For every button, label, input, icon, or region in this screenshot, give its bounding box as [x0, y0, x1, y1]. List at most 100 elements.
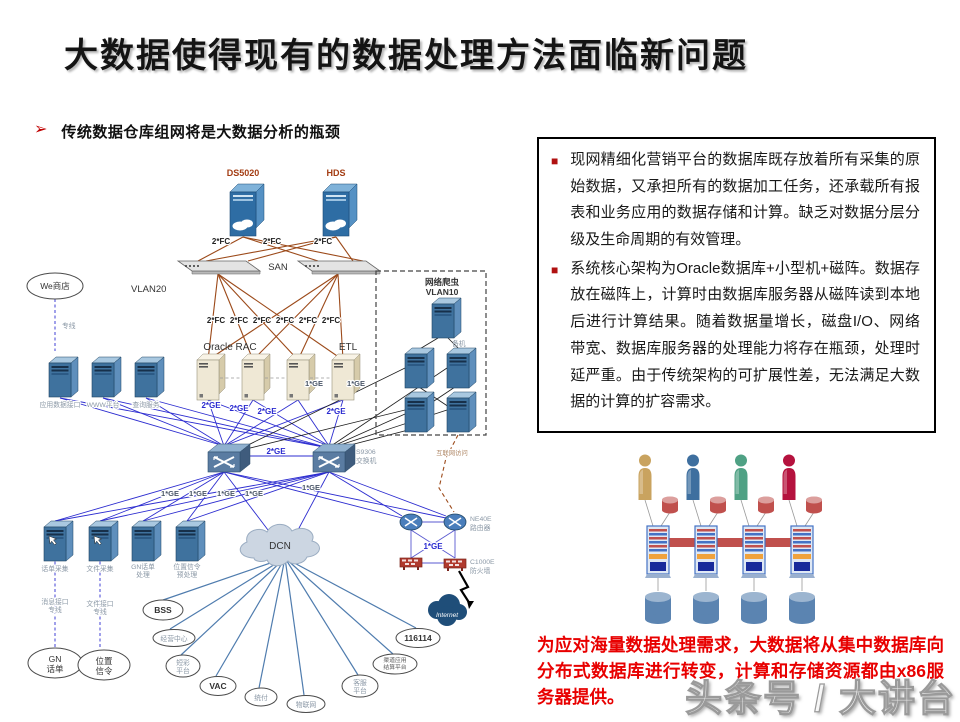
vlan20-server-caption: WWW平台 [87, 400, 120, 409]
leased-line-label: 专线 [62, 321, 76, 330]
fc-link-label: 2*FC [207, 316, 225, 325]
x86-server-rack-icon [740, 525, 768, 579]
vlan20-server-icon [48, 356, 79, 398]
oracle-rac-label: Oracle RAC [203, 342, 256, 353]
fc-link-label: 2*FC [314, 237, 332, 246]
iot-node [286, 695, 326, 713]
fc-link-label: 2*FC [263, 237, 281, 246]
storage-san-links [197, 236, 364, 262]
link-caption: 专线 [93, 607, 107, 616]
settle-label: 结算平台 [383, 663, 406, 671]
firewall-model-label: C1000E [470, 559, 495, 566]
webstore-label: We商店 [40, 281, 70, 291]
san-server-links [207, 273, 344, 361]
internet-label: Internet [436, 612, 459, 619]
firewall-icon [399, 557, 423, 571]
san-switch-icon [177, 260, 261, 275]
crawler-vlan10-box [375, 270, 487, 436]
switch-model-label: S9306 [356, 449, 376, 456]
section-bullet-label: 传统数据仓库组网将是大数据分析的瓶颈 [61, 124, 341, 141]
storage-hds-icon [322, 183, 358, 237]
internet-cloud: Internet [428, 594, 467, 626]
person-icon [638, 454, 652, 500]
lightning-link [458, 570, 471, 605]
router-icon [443, 513, 467, 531]
switch-word-label: 交换机 [356, 456, 377, 465]
crawler-server-icon [431, 297, 462, 339]
pay-node [244, 687, 278, 707]
fc-link-label: 2*FC [299, 316, 317, 325]
san-switch-icon [297, 260, 381, 275]
big-database-icon [693, 592, 719, 624]
small-database-icon [758, 496, 774, 514]
analysis-textbox: ■ 现网精细化营销平台的数据库既存放着所有采集的原始数据，又承担所有的数据加工任… [537, 137, 936, 433]
router-firewall-links [410, 521, 456, 564]
x86-server-rack-icon [788, 525, 816, 579]
illustration-links [644, 499, 815, 591]
ge-link-label: 2*GE [201, 401, 221, 410]
router-word-label: 路由器 [470, 523, 491, 532]
ge-link-label: 1*GE [245, 489, 263, 498]
collector-server-icon [43, 520, 74, 562]
center-label: 经营中心 [160, 634, 187, 643]
vlan20-server-caption: 查询服务 [132, 400, 159, 409]
collector-caption: 文件采集 [86, 564, 113, 573]
server-switch-links [59, 397, 344, 457]
person-icon [686, 454, 700, 500]
ge-link-label: 1*GE [189, 489, 207, 498]
dcn-fan-links [162, 557, 417, 696]
link-caption: 文件接口 [86, 599, 113, 608]
person-icon [734, 454, 748, 500]
collector-caption: GN话单 [131, 562, 155, 571]
cs-node [341, 674, 379, 698]
storage-hds-label: HDS [326, 168, 345, 178]
big-database-icon [645, 592, 671, 624]
ge-link-label: 1*GE [161, 489, 179, 498]
etl-label: ETL [339, 342, 358, 353]
loc-node [77, 649, 131, 681]
ge-link-label: 1*GE [423, 542, 443, 551]
switch-downlinks [54, 471, 447, 531]
collector-caption: 话单采集 [41, 564, 68, 573]
firewall-icon [443, 558, 467, 572]
small-database-icon [710, 496, 726, 514]
sms-label: 短彩 [176, 658, 190, 667]
sms-node [165, 654, 201, 678]
arrow-bullet-icon: ➢ [34, 121, 48, 138]
loc-label: 信令 [95, 666, 113, 676]
cluster-interconnect-bar [658, 538, 802, 547]
x86-server-rack-icon [644, 525, 672, 579]
settle-label: 渠道应用 [383, 656, 406, 664]
crawler-server-icon [404, 347, 435, 389]
lightning-arrowhead [467, 601, 474, 609]
square-bullet-icon: ■ [551, 262, 559, 277]
big-database-icon [741, 592, 767, 624]
db-server-icon [241, 353, 271, 401]
storage-ds5020-icon [229, 183, 265, 237]
textbox-bullet-2-text: 系统核心架构为Oracle数据库+小型机+磁阵。数据存放在磁阵上，计算时由数据库… [570, 259, 920, 411]
vlan20-server-icon [91, 356, 122, 398]
db-server-icon [196, 353, 226, 401]
fc-link-label: 2*FC [322, 316, 340, 325]
bss-node [142, 599, 184, 621]
distributed-architecture-illustration [638, 454, 822, 624]
dcn-cloud [239, 523, 320, 567]
standby-label: 备机 [452, 339, 466, 348]
fc-link-label: 2*FC [230, 316, 248, 325]
gn-label: 话单 [46, 664, 64, 674]
ge-link-label: 2*GE [229, 404, 249, 413]
firewall-word-label: 防火墙 [470, 566, 491, 575]
collector-caption: 位置信令 [173, 562, 200, 571]
router-icon [399, 513, 423, 531]
textbox-bullet-2: ■ 系统核心架构为Oracle数据库+小型机+磁阵。数据存放在磁阵上，计算时由数… [549, 256, 920, 416]
ge-link-label: 1*GE [305, 379, 323, 388]
router-model-label: NE40E [470, 516, 492, 523]
internet-note: 互联网访问 [436, 448, 467, 457]
page-title: 大数据使得现有的数据处理方法面临新问题 [64, 37, 748, 75]
ge-link-label: 2*GE [266, 447, 286, 456]
vac-node [199, 676, 237, 696]
sms-label: 平台 [176, 666, 190, 675]
ge-link-label: 2*GE [257, 407, 277, 416]
watermark: 头条号 / 大讲台 [685, 677, 956, 719]
